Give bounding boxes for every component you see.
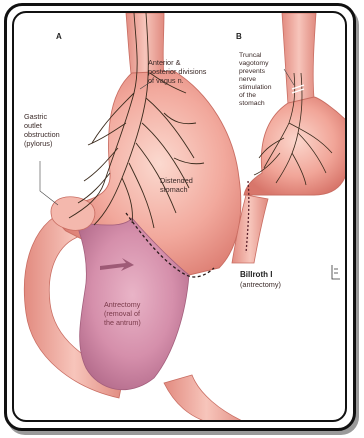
label-vagotomy: Truncal vagotomy prevents nerve stimulat… [239,52,273,107]
panel-a-drawing [24,13,249,422]
leader-obstruction [40,161,58,205]
label-antrectomy: Antrectomy (removal of the antrum) [104,300,142,327]
remnant-stomach [244,97,347,195]
illustration-panel: A Anterior & posterior divisions of vagu… [12,11,347,422]
label-obstruction: Gastric outlet obstruction (pylorus) [24,112,62,148]
stomach-illustration: A Anterior & posterior divisions of vagu… [14,13,347,422]
panel-a-letter: A [56,32,62,41]
panel-b-letter: B [236,32,242,41]
caption-title: Billroth I [240,270,272,279]
lower-tube-a [164,375,249,422]
caption-subtitle: (antrectomy) [240,280,281,289]
label-vagus: Anterior & posterior divisions of vagus … [148,58,208,85]
corner-logo [332,265,340,279]
